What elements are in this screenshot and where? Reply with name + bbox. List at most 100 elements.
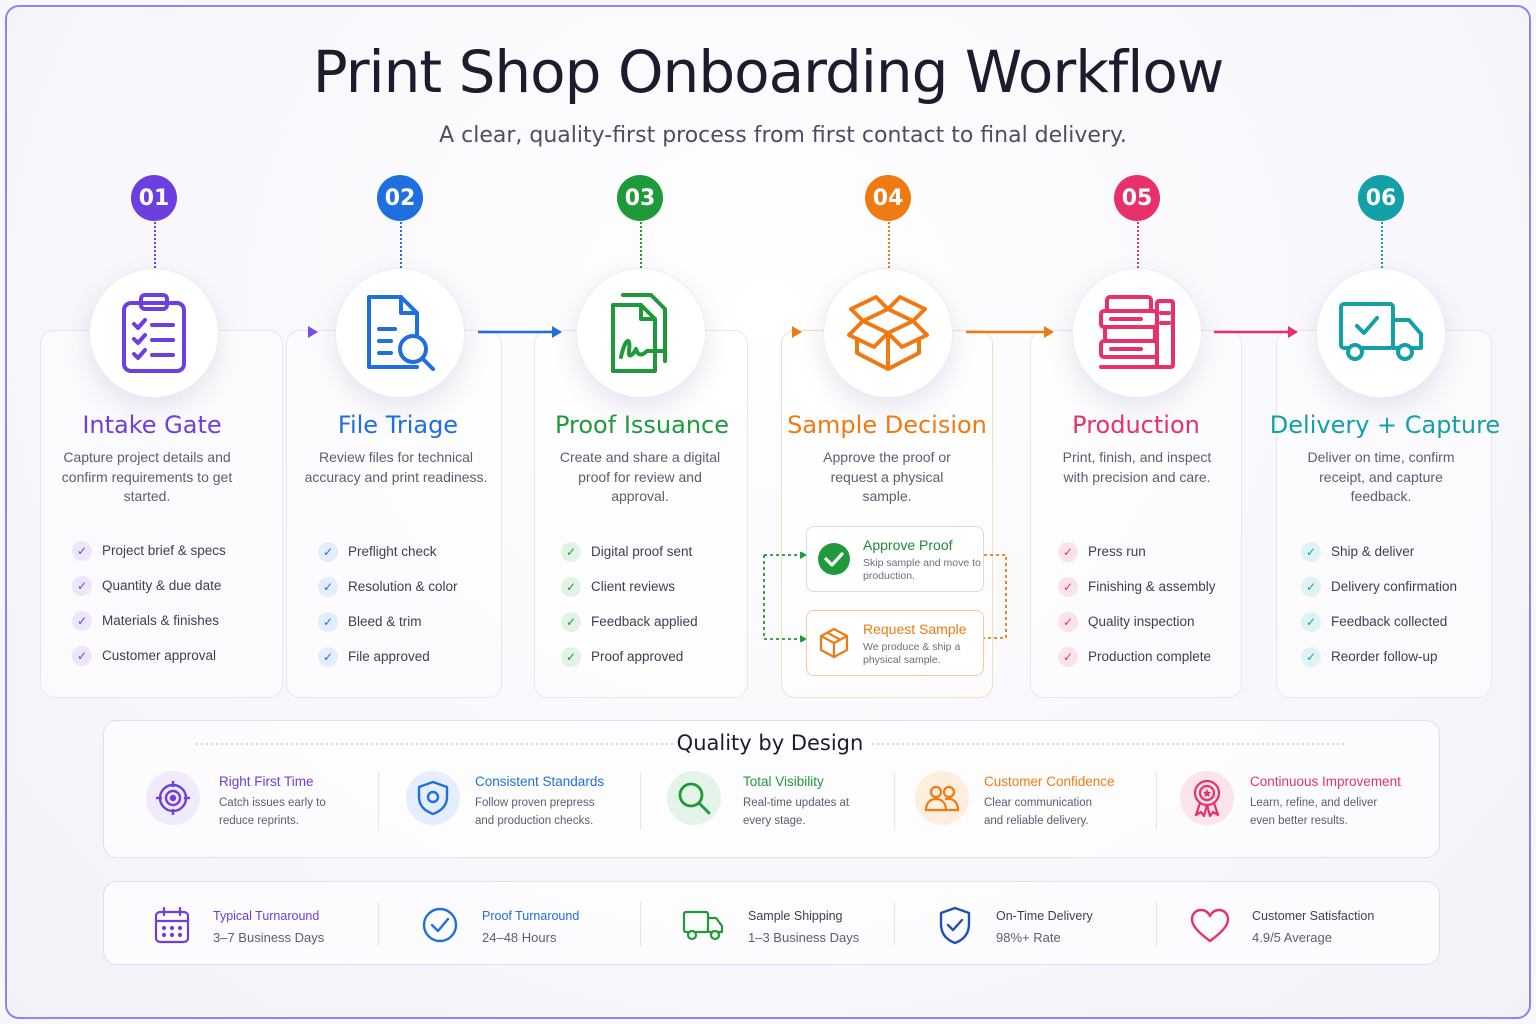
heart-icon: [1190, 908, 1230, 943]
check-icon: ✓: [1058, 646, 1078, 667]
quality-title-rule: [196, 743, 1346, 745]
quality-title: Quality by Design: [676, 731, 864, 755]
step-description: Capture project details and confirm requ…: [61, 449, 233, 504]
check-icon: ✓: [72, 540, 92, 561]
connector-line: [1381, 222, 1383, 268]
checklist-item: ✓Finishing & assembly: [1058, 569, 1216, 604]
truck-icon: [682, 910, 724, 941]
stat-title: Proof Turnaround: [482, 909, 580, 923]
checklist-item: ✓Materials & finishes: [72, 603, 226, 638]
calendar-icon: [154, 906, 190, 944]
step-number-badge: 05: [1114, 175, 1160, 221]
checklist-item: ✓Resolution & color: [318, 569, 458, 604]
divider: [378, 902, 379, 946]
checklist-item: ✓Production complete: [1058, 639, 1216, 674]
check-icon: ✓: [561, 576, 581, 597]
checklist-item: ✓Quality inspection: [1058, 604, 1216, 639]
clipboard-icon: [89, 268, 219, 398]
connector-line: [154, 222, 156, 268]
open-box-icon: [823, 268, 953, 398]
step-description: Review files for technical accuracy and …: [304, 449, 488, 485]
check-icon: ✓: [1301, 611, 1321, 632]
option-description: Skip sample and move to production.: [863, 557, 981, 582]
checklist-item: ✓Digital proof sent: [561, 534, 698, 569]
checklist-item: ✓Feedback applied: [561, 604, 698, 639]
option-request-sample[interactable]: Request Sample We produce & ship a physi…: [806, 610, 984, 676]
step-checklist: ✓Press run ✓Finishing & assembly ✓Qualit…: [1058, 534, 1216, 674]
stats-panel: [103, 881, 1440, 965]
check-icon: ✓: [1301, 541, 1321, 562]
divider: [894, 902, 895, 946]
signed-document-icon: [576, 268, 706, 398]
divider: [1156, 772, 1157, 830]
target-icon: [146, 771, 200, 825]
check-icon: ✓: [72, 610, 92, 631]
stat-value: 1–3 Business Days: [748, 930, 860, 945]
flow-arrow: [234, 326, 318, 338]
divider: [640, 902, 641, 946]
check-icon: ✓: [561, 646, 581, 667]
quality-item-title: Customer Confidence: [984, 774, 1115, 789]
option-title: Request Sample: [863, 621, 967, 637]
check-icon: ✓: [1058, 576, 1078, 597]
shield-icon: [406, 771, 460, 825]
check-icon: ✓: [561, 541, 581, 562]
checklist-item: ✓Bleed & trim: [318, 604, 458, 639]
check-icon: ✓: [318, 541, 338, 562]
connector-line: [400, 222, 402, 268]
option-description: We produce & ship a physical sample.: [863, 641, 961, 666]
step-title: Production: [1072, 411, 1200, 439]
step-number-badge: 03: [617, 175, 663, 221]
step-description: Create and share a digital proof for rev…: [559, 449, 721, 504]
stat-value: 24–48 Hours: [482, 930, 557, 945]
checklist-item: ✓Feedback collected: [1301, 604, 1457, 639]
checklist-item: ✓Press run: [1058, 534, 1216, 569]
step-description: Print, finish, and inspect with precisio…: [1062, 449, 1212, 485]
magnifier-icon: [667, 771, 721, 825]
file-search-icon: [335, 268, 465, 398]
check-icon: ✓: [318, 611, 338, 632]
check-icon: ✓: [1058, 611, 1078, 632]
checklist-item: ✓File approved: [318, 639, 458, 674]
stat-title: Customer Satisfaction: [1252, 909, 1375, 923]
check-icon: ✓: [1301, 646, 1321, 667]
quality-item-title: Right First Time: [219, 774, 314, 789]
step-description: Approve the proof or request a physical …: [823, 449, 951, 504]
quality-item-title: Continuous Improvement: [1250, 774, 1401, 789]
stat-value: 4.9/5 Average: [1252, 930, 1332, 945]
checklist-item: ✓Ship & deliver: [1301, 534, 1457, 569]
checklist-item: ✓Delivery confirmation: [1301, 569, 1457, 604]
people-icon: [915, 771, 969, 825]
check-icon: ✓: [318, 576, 338, 597]
delivery-truck-icon: [1316, 268, 1446, 398]
check-icon: ✓: [318, 646, 338, 667]
decision-loop-lines: [763, 552, 1007, 642]
step-title: Intake Gate: [82, 411, 222, 439]
step-number-badge: 01: [131, 175, 177, 221]
step-title: Proof Issuance: [554, 411, 729, 439]
option-approve-proof[interactable]: Approve Proof Skip sample and move to pr…: [806, 526, 984, 592]
divider: [1156, 902, 1157, 946]
stat-title: Typical Turnaround: [213, 909, 320, 923]
checklist-item: ✓Project brief & specs: [72, 533, 226, 568]
checklist-item: ✓Customer approval: [72, 638, 226, 673]
quality-item-title: Consistent Standards: [475, 774, 605, 789]
divider: [378, 772, 379, 830]
stat-title: On-Time Delivery: [996, 909, 1093, 923]
connector-line: [888, 222, 890, 268]
step-number-badge: 04: [865, 175, 911, 221]
checklist-item: ✓Quantity & due date: [72, 568, 226, 603]
printer-icon: [1072, 268, 1202, 398]
step-checklist: ✓Ship & deliver ✓Delivery confirmation ✓…: [1301, 534, 1457, 674]
check-icon: ✓: [1301, 576, 1321, 597]
flow-arrow: [478, 326, 562, 338]
check-circle-icon: [422, 907, 458, 943]
divider: [640, 772, 641, 830]
flow-arrow: [718, 326, 802, 338]
check-icon: ✓: [1058, 541, 1078, 562]
stat-value: 3–7 Business Days: [213, 930, 325, 945]
checklist-item: ✓Preflight check: [318, 534, 458, 569]
